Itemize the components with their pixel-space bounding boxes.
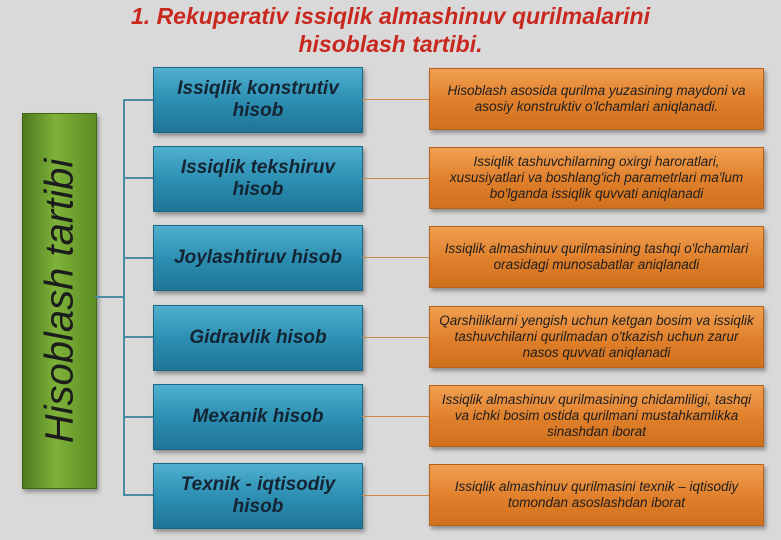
step-description: Hisoblash asosida qurilma yuzasining may…: [429, 68, 764, 130]
step-label: Texnik - iqtisodiy hisob: [180, 474, 336, 517]
step-node: Issiqlik tekshiruv hisob: [153, 146, 363, 212]
step-link: [362, 257, 429, 258]
step-description-text: Issiqlik tashuvchilarning oxirgi harorat…: [449, 154, 744, 201]
root-connector: [95, 296, 124, 298]
branch-line: [123, 257, 153, 259]
trunk-line: [123, 99, 125, 496]
branch-line: [123, 177, 153, 179]
step-link: [362, 178, 429, 179]
branch-line: [123, 336, 153, 338]
step-description: Issiqlik almashinuv qurilmasining chidam…: [429, 385, 764, 447]
step-node: Issiqlik konstrutiv hisob: [153, 67, 363, 133]
step-node: Texnik - iqtisodiy hisob: [153, 463, 363, 529]
step-description: Issiqlik almashinuv qurilmasining tashqi…: [429, 226, 764, 288]
title-line-2: hisoblash tartibi.: [298, 31, 483, 57]
step-link: [362, 337, 429, 338]
step-label: Issiqlik tekshiruv hisob: [180, 157, 336, 200]
step-description: Issiqlik tashuvchilarning oxirgi harorat…: [429, 147, 764, 209]
step-description-text: Issiqlik almashinuv qurilmasining tashqi…: [444, 241, 749, 272]
branch-line: [123, 416, 153, 418]
step-label: Gidravlik hisob: [189, 327, 327, 348]
title-line-1: 1. Rekuperativ issiqlik almashinuv quril…: [131, 3, 650, 29]
root-label: Hisoblash tartibi: [37, 158, 81, 444]
step-link: [362, 495, 429, 496]
step-description-text: Issiqlik almashinuv qurilmasini texnik –…: [454, 479, 739, 510]
step-node: Joylashtiruv hisob: [153, 225, 363, 291]
step-description: Issiqlik almashinuv qurilmasini texnik –…: [429, 464, 764, 526]
step-node: Mexanik hisob: [153, 384, 363, 450]
page-title: 1. Rekuperativ issiqlik almashinuv quril…: [0, 2, 781, 58]
step-description-text: Hisoblash asosida qurilma yuzasining may…: [447, 83, 746, 114]
step-description-text: Issiqlik almashinuv qurilmasining chidam…: [441, 392, 752, 439]
step-link: [362, 416, 429, 417]
step-label: Issiqlik konstrutiv hisob: [177, 78, 339, 121]
step-label: Joylashtiruv hisob: [174, 247, 342, 268]
root-node: Hisoblash tartibi: [22, 113, 97, 489]
step-link: [362, 99, 429, 100]
step-node: Gidravlik hisob: [153, 305, 363, 371]
branch-line: [123, 99, 153, 101]
branch-line: [123, 494, 153, 496]
step-description: Qarshiliklarni yengish uchun ketgan bosi…: [429, 306, 764, 368]
step-label: Mexanik hisob: [192, 406, 324, 427]
step-description-text: Qarshiliklarni yengish uchun ketgan bosi…: [439, 313, 754, 360]
